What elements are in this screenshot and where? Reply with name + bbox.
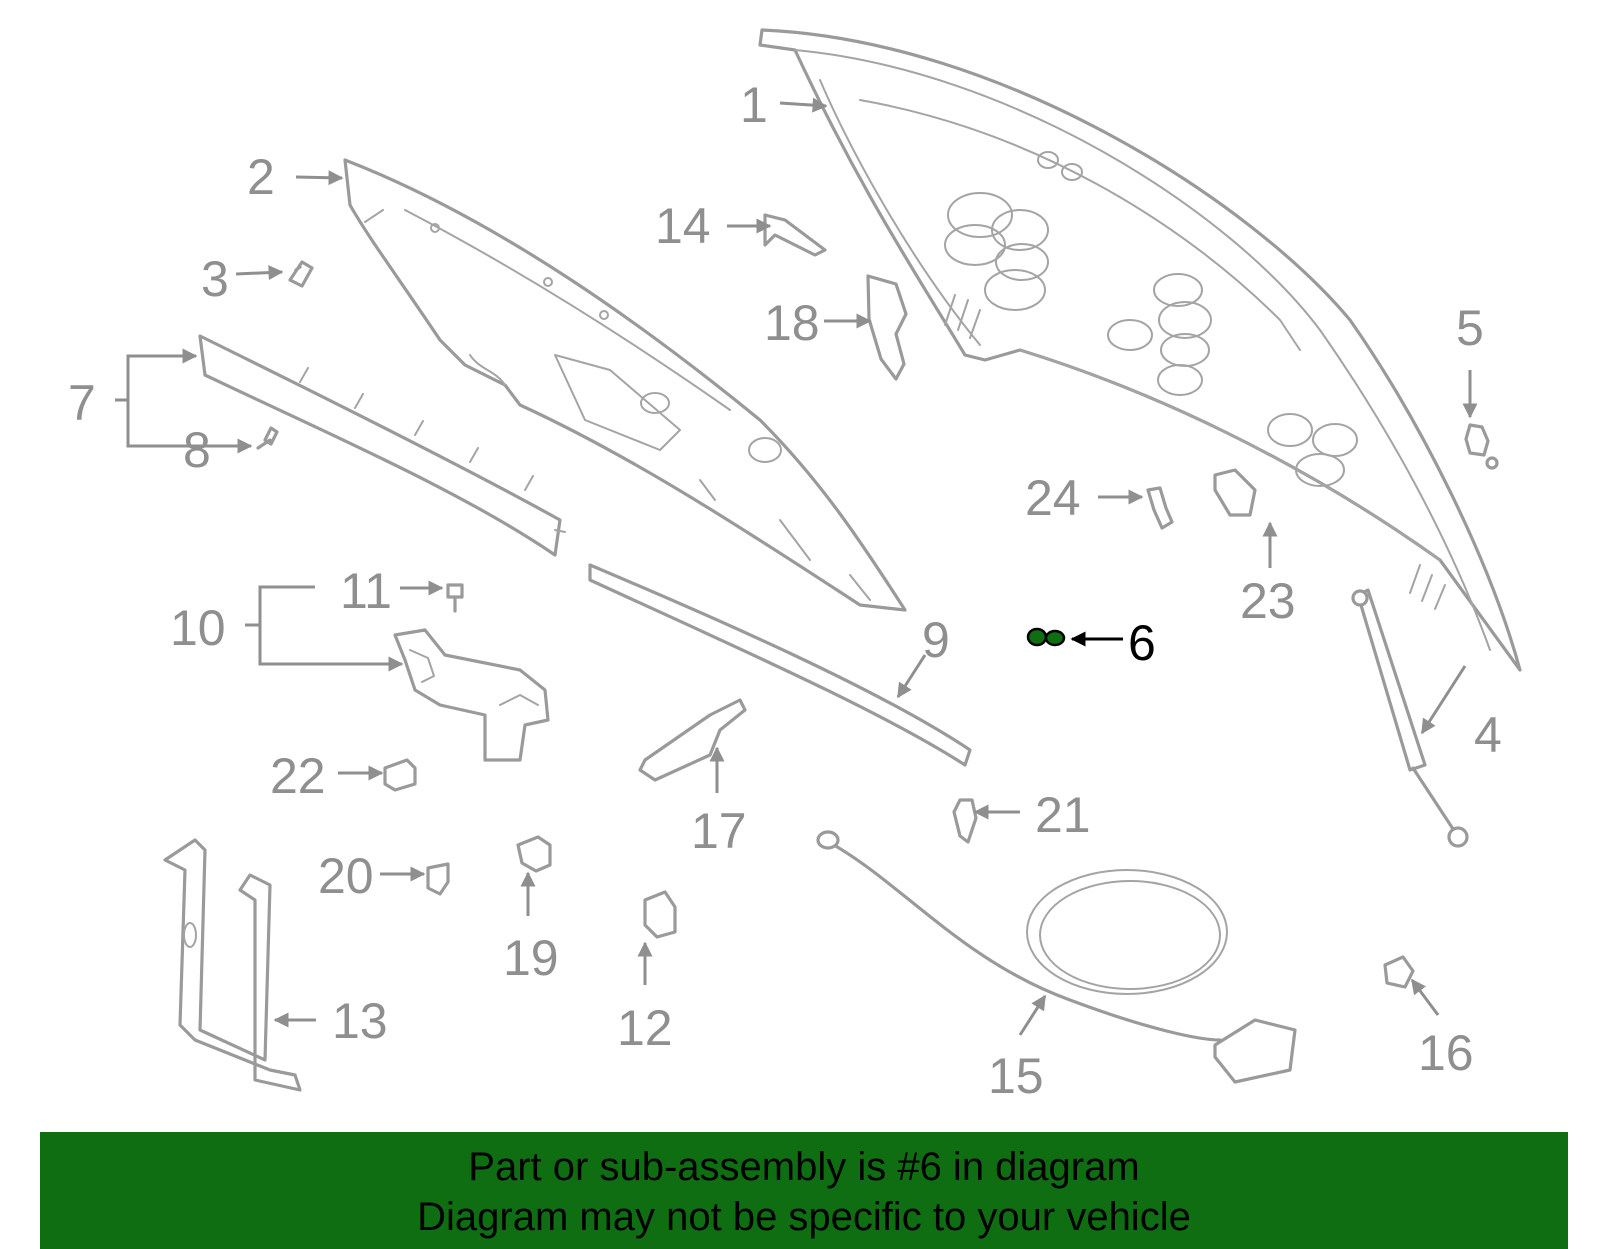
seal-strip-7: [198, 334, 566, 557]
callout-20[interactable]: 20: [318, 848, 374, 904]
bumper-22: [383, 758, 417, 792]
release-cable-15: [816, 830, 1297, 1084]
bracket-14: [763, 213, 827, 257]
clip-12: [643, 890, 677, 939]
callout-5[interactable]: 5: [1456, 300, 1484, 356]
leader-lines: [115, 97, 1478, 1036]
callout-3[interactable]: 3: [201, 251, 229, 307]
callout-10[interactable]: 10: [170, 600, 226, 656]
clip-19: [516, 835, 552, 873]
callout-22[interactable]: 22: [270, 748, 326, 804]
callout-labels: 1 2 3 4 5 6 7 8 9 10 11 12 13 14 15 16 1…: [68, 77, 1502, 1104]
banner-disclaimer: Diagram may not be specific to your vehi…: [417, 1195, 1191, 1239]
callout-14[interactable]: 14: [655, 198, 711, 254]
callout-8[interactable]: 8: [183, 422, 211, 478]
bracket-17: [638, 698, 747, 782]
callout-1[interactable]: 1: [740, 77, 768, 133]
callout-15[interactable]: 15: [988, 1048, 1044, 1104]
callout-7[interactable]: 7: [68, 375, 96, 431]
callout-17[interactable]: 17: [691, 803, 747, 859]
latch-10: [393, 628, 550, 762]
hood-insulator: [343, 158, 907, 612]
callout-19[interactable]: 19: [503, 930, 559, 986]
weatherstrip-9: [588, 563, 972, 767]
callout-12[interactable]: 12: [617, 1000, 673, 1056]
clip-21: [952, 798, 978, 844]
clip-20: [426, 862, 450, 896]
callout-18[interactable]: 18: [764, 295, 820, 351]
clip-24: [1146, 486, 1174, 530]
callout-13[interactable]: 13: [332, 993, 388, 1049]
highlighted-part-6: [1026, 627, 1066, 647]
bracket-18: [866, 274, 908, 381]
bolt-11: [446, 583, 464, 613]
callout-4[interactable]: 4: [1474, 707, 1502, 763]
callout-16[interactable]: 16: [1418, 1025, 1474, 1081]
prop-rod-13: [163, 838, 302, 1092]
hood-panel: [758, 28, 1522, 672]
callout-24[interactable]: 24: [1025, 470, 1081, 526]
info-banner: Part or sub-assembly is #6 in diagram Di…: [40, 1132, 1568, 1249]
callout-11[interactable]: 11: [340, 563, 392, 619]
clip-16: [1383, 955, 1415, 989]
callout-2[interactable]: 2: [247, 149, 275, 205]
pin-8: [256, 426, 279, 450]
clip-3: [288, 260, 314, 288]
banner-part-note: Part or sub-assembly is #6 in diagram: [468, 1145, 1140, 1189]
callout-21[interactable]: 21: [1035, 787, 1091, 843]
callout-6[interactable]: 6: [1128, 615, 1156, 671]
strut-4: [1351, 588, 1469, 848]
callout-23[interactable]: 23: [1240, 573, 1296, 629]
block-23: [1213, 468, 1257, 517]
bumper-5: [1464, 423, 1499, 470]
callout-9[interactable]: 9: [922, 612, 950, 668]
